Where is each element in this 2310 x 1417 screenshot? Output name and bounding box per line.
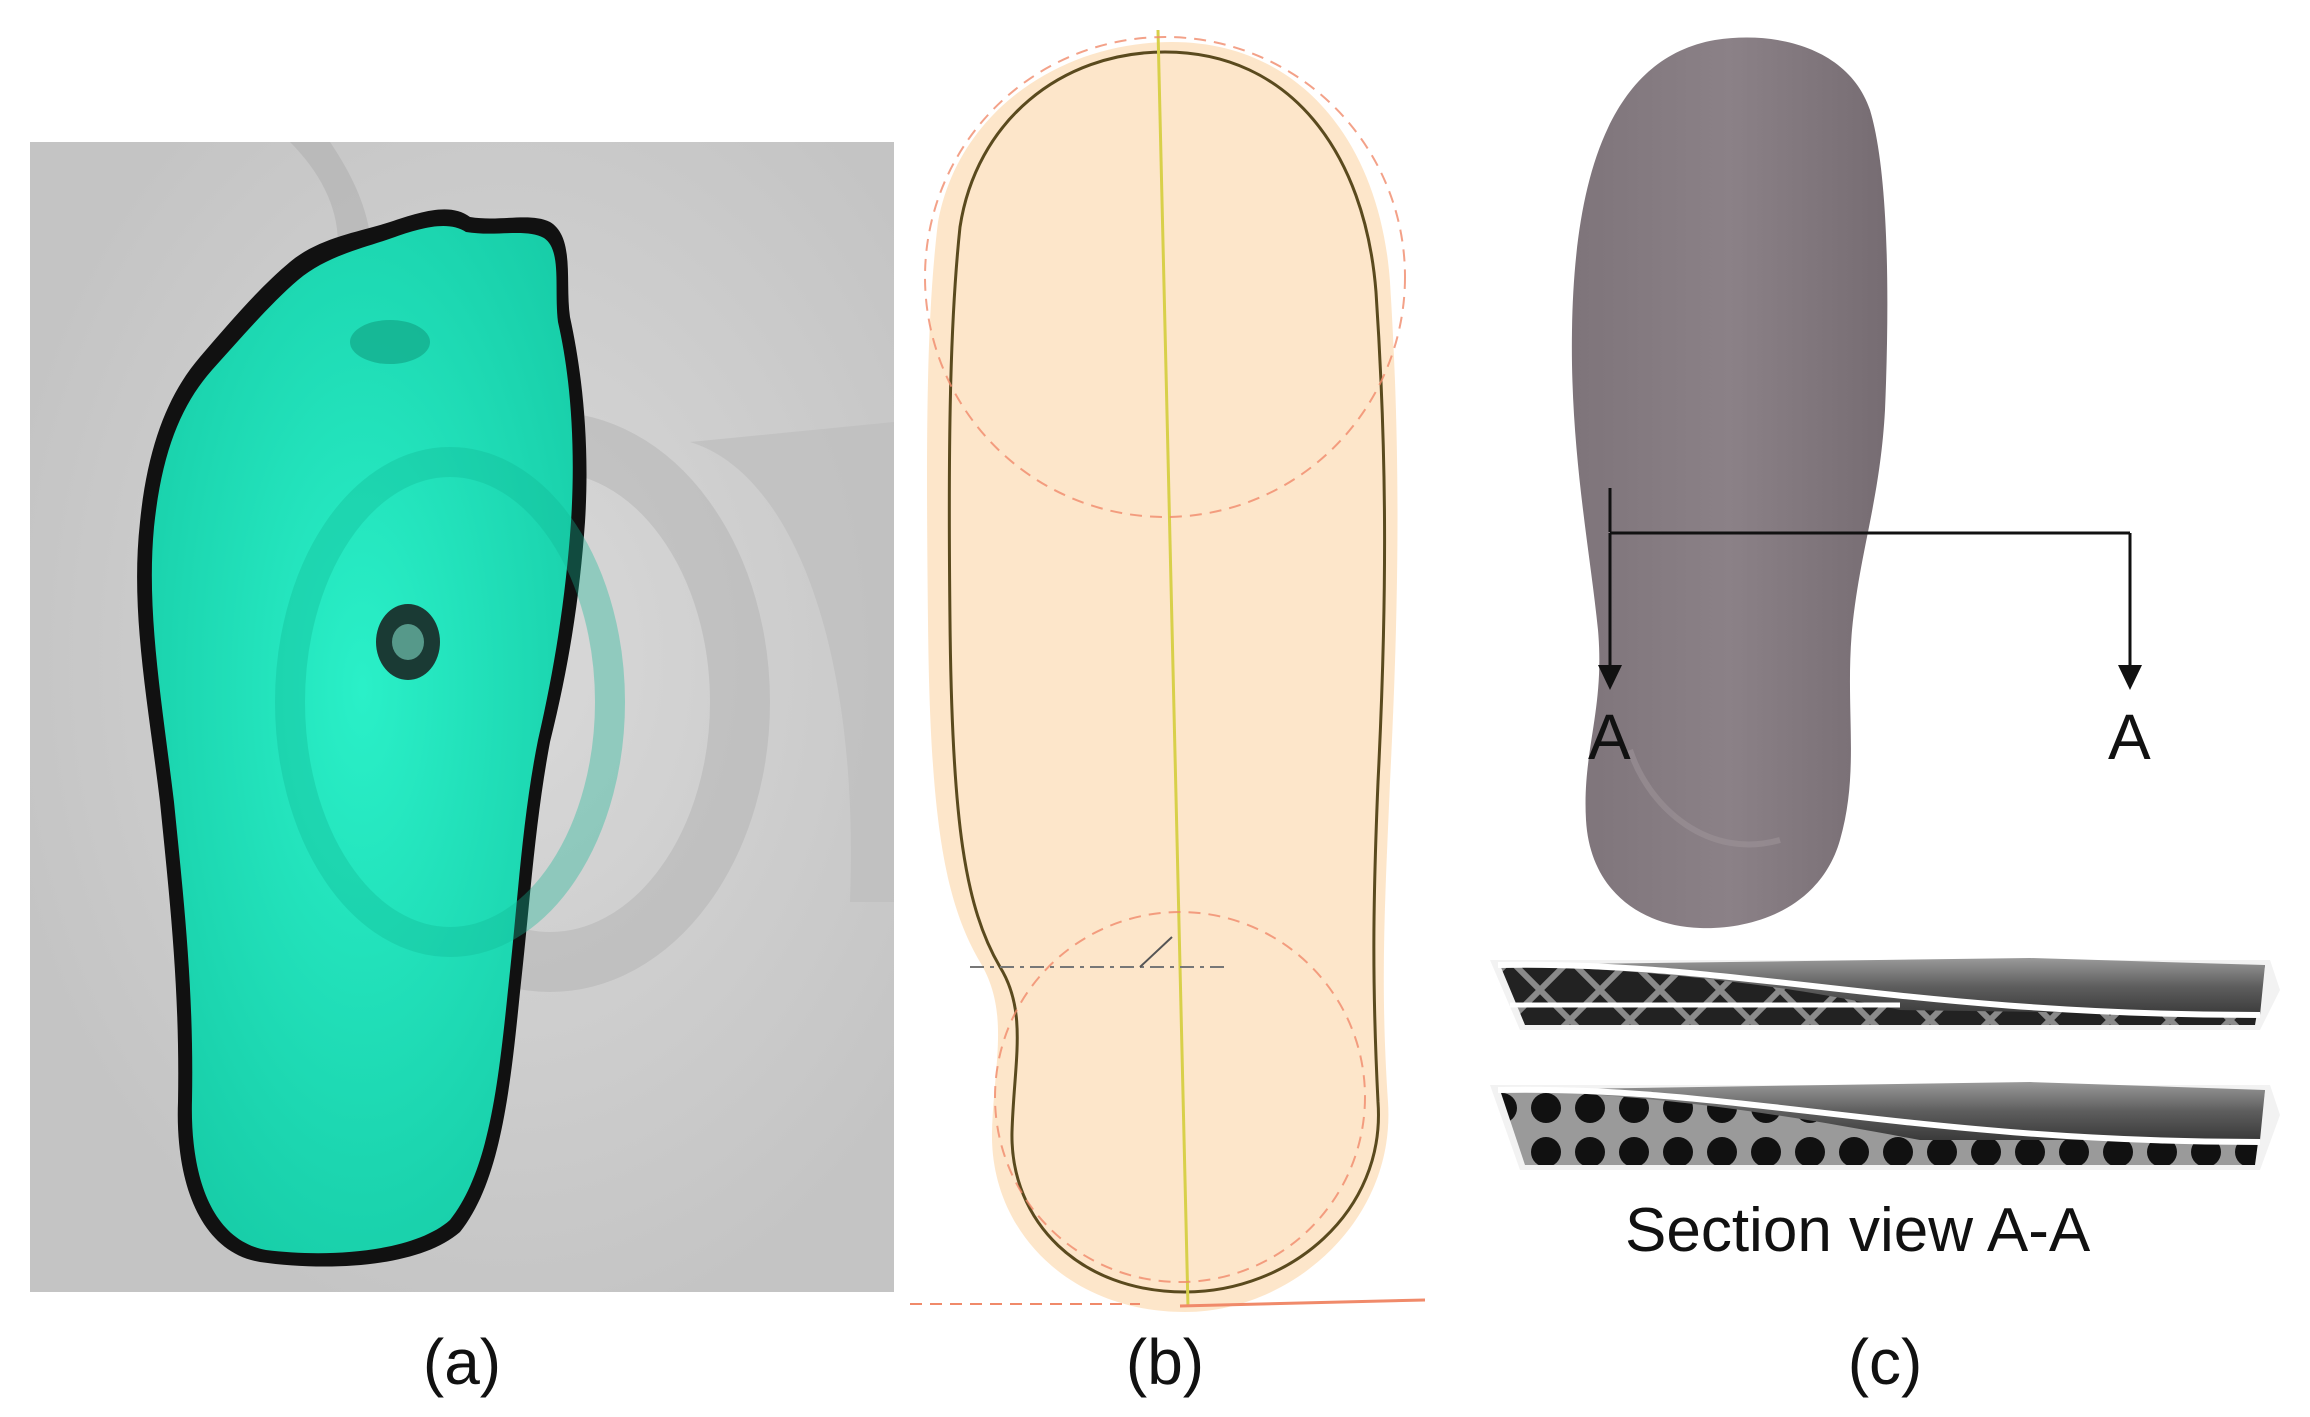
caption-a: (a) [422, 1326, 502, 1398]
panel-b-insole-outline [910, 22, 1430, 1322]
center-axis-line [1156, 29, 1190, 1308]
insole-model-render [1490, 37, 2280, 1170]
baseline-solid [1179, 1298, 1426, 1308]
section-marker-right: A [2108, 701, 2151, 773]
section-view-title: Section view A-A [1625, 1196, 2091, 1265]
section-arrow-right [2118, 665, 2142, 690]
scan-artifact-highlight [392, 624, 424, 660]
insole-outline-drawing [910, 29, 1426, 1312]
section-arrow-left [1598, 665, 1622, 690]
section-marker-left: A [1588, 701, 1631, 773]
section-view-lattice-x [1490, 958, 2280, 1030]
caption-c: (c) [1847, 1326, 1923, 1398]
insole-top-view [1571, 37, 1888, 929]
foot-scan-image [30, 142, 894, 1292]
outline-fill-area [927, 42, 1398, 1312]
toe-crease [350, 320, 430, 364]
foot-scan-surface [151, 225, 573, 1254]
scan-side-shadow [690, 422, 894, 902]
forefoot-dashed-circle [924, 36, 1406, 518]
insole-heel-contour [1627, 749, 1781, 848]
section-view-lattice-o [1490, 1082, 2280, 1170]
heel-dashed-circle [994, 911, 1366, 1283]
caption-b: (b) [1125, 1326, 1205, 1398]
panel-c-insole-model [1480, 30, 2300, 1290]
insole-outline-curve [947, 50, 1387, 1294]
panel-a-foot-scan [30, 142, 894, 1292]
foot-ring-overlay [275, 447, 625, 957]
construction-line-tick [1139, 936, 1173, 968]
